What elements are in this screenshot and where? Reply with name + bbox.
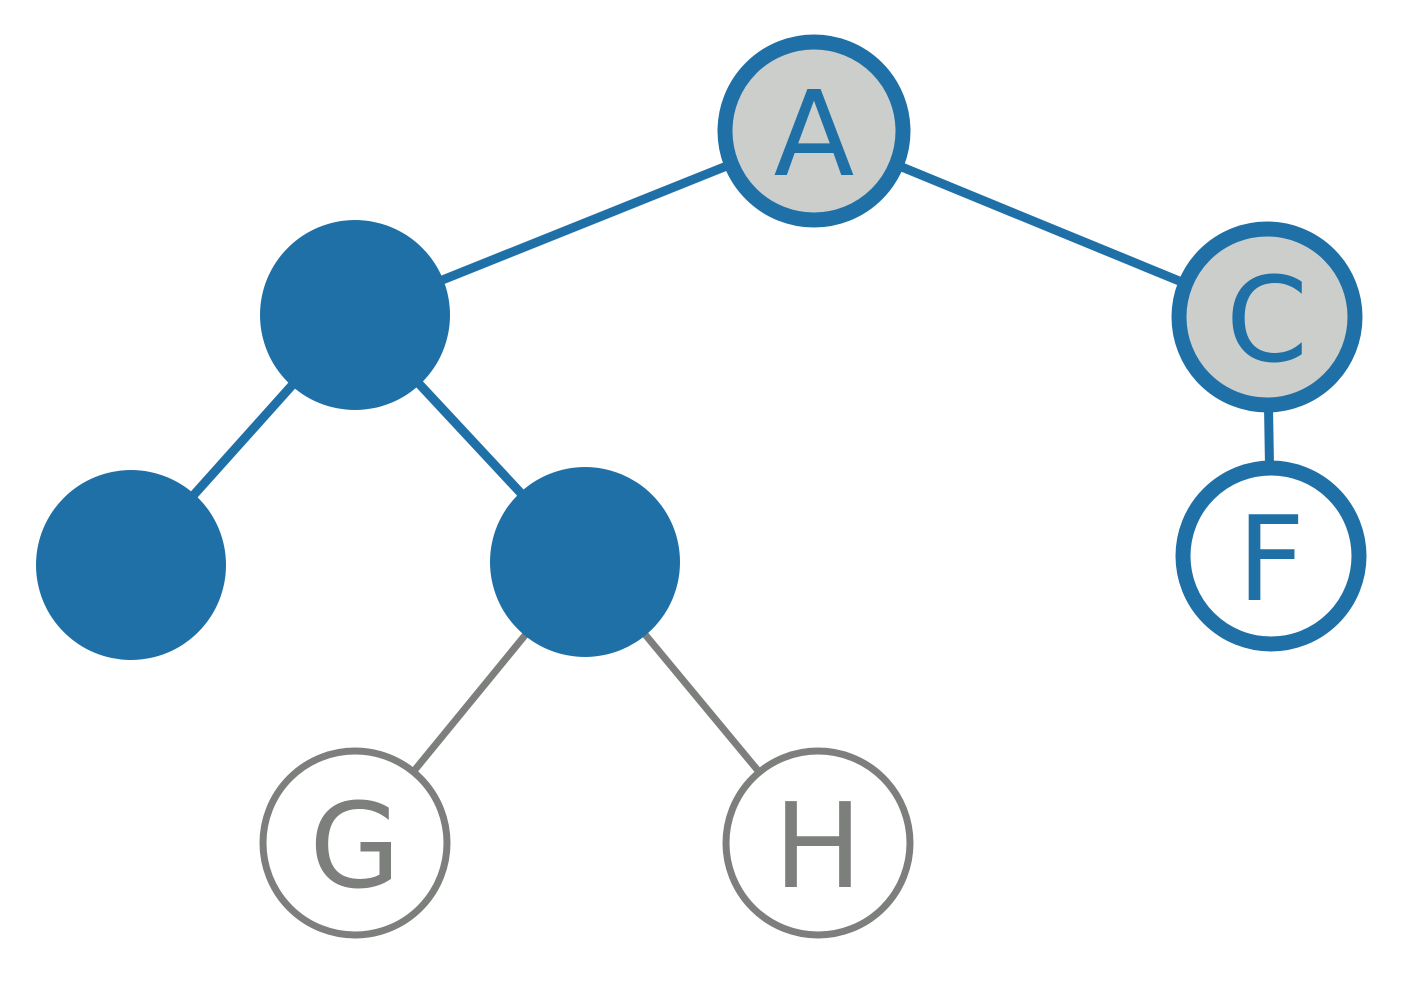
node-g[interactable]: G [259,747,451,939]
node-unlabeled-d[interactable] [36,470,226,660]
node-label: H [774,777,863,915]
node-circle[interactable] [722,747,914,939]
node-circle[interactable] [1171,221,1363,413]
node-a[interactable]: A [717,34,911,228]
node-circle[interactable] [259,747,451,939]
node-label: G [309,777,400,915]
node-label: C [1226,251,1308,389]
node-unlabeled-b[interactable] [260,220,450,410]
node-label: F [1237,490,1305,628]
node-circle[interactable] [36,470,226,660]
node-circle[interactable] [260,220,450,410]
nodes-layer: A CF G H [36,34,1367,939]
node-c[interactable]: C [1171,221,1363,413]
node-label: A [774,65,855,203]
node-f[interactable]: F [1175,460,1367,652]
node-unlabeled-e[interactable] [490,467,680,657]
node-h[interactable]: H [722,747,914,939]
node-circle[interactable] [717,34,911,228]
node-circle[interactable] [490,467,680,657]
node-circle[interactable] [1175,460,1367,652]
